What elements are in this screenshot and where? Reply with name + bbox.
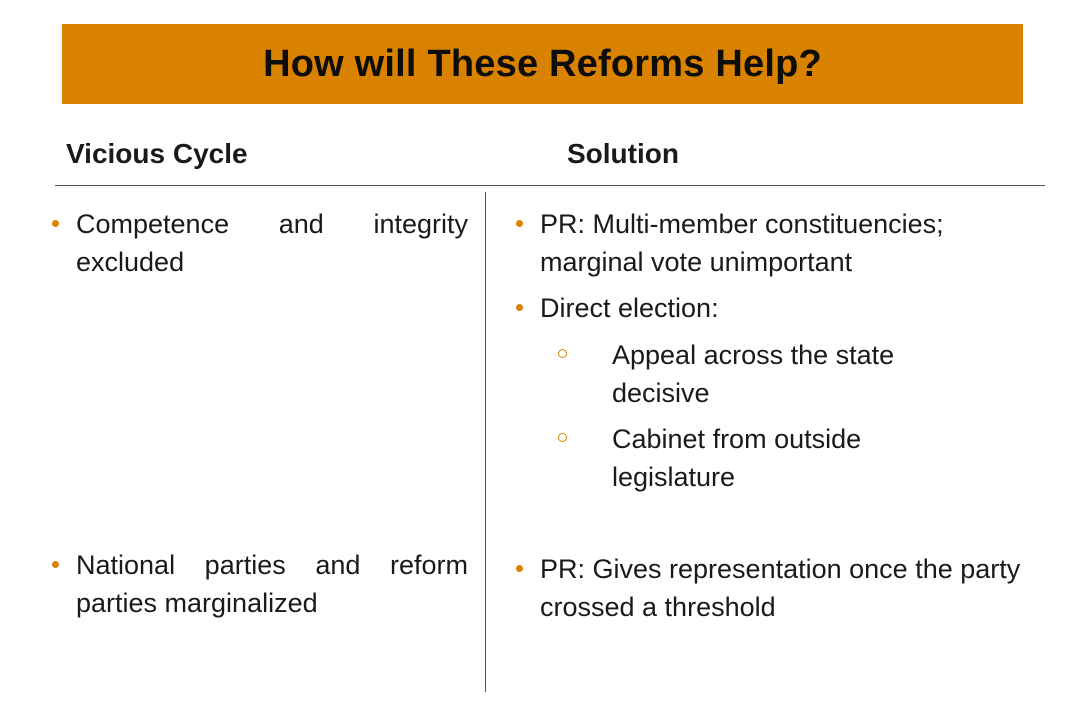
bullet-ring-icon [558,349,567,358]
title-banner: How will These Reforms Help? [62,24,1023,104]
right-list-item: Direct election: [516,289,1036,327]
right-sub-item: Appeal across the state decisive [558,336,958,412]
bullet-dot-icon [516,304,523,311]
slide-title: How will These Reforms Help? [263,42,822,85]
bullet-dot-icon [52,220,59,227]
bullet-ring-icon [558,433,567,442]
bullet-dot-icon [516,220,523,227]
left-list-item: Competence and integrity excluded [52,205,468,281]
left-list-item: National parties and reform parties marg… [52,546,468,622]
right-column-heading: Solution [567,138,679,169]
vertical-divider [485,192,486,692]
right-list-item: PR: Multi-member constituencies; margina… [516,205,1036,281]
bullet-dot-icon [52,561,59,568]
right-list-item: PR: Gives representation once the party … [516,550,1036,626]
bullet-dot-icon [516,565,523,572]
left-column-heading: Vicious Cycle [66,138,248,169]
horizontal-divider [55,185,1045,186]
right-sub-item: Cabinet from outside legislature [558,420,958,496]
